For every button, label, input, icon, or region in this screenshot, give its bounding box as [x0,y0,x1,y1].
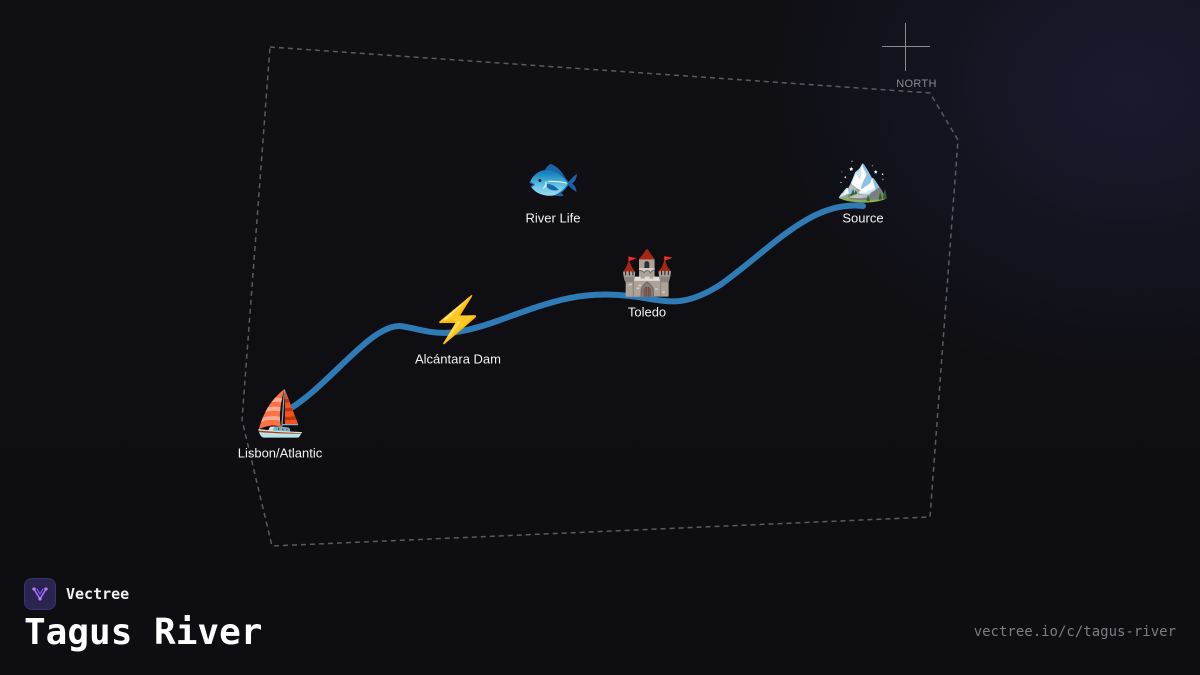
sailboat-icon: ⛵ [252,389,308,439]
vectree-logo-icon [24,578,56,610]
marker-toledo[interactable]: 🏰 Toledo [567,249,727,320]
compass-north-label: NORTH [896,78,937,90]
marker-source[interactable]: 🏔️ Source [783,155,943,226]
castle-icon: 🏰 [619,248,675,298]
marker-label: Alcántara Dam [415,351,501,367]
marker-alcantara-dam[interactable]: ⚡ Alcántara Dam [378,296,538,367]
brand[interactable]: Vectree [24,577,129,611]
marker-label: Toledo [627,304,667,320]
page-title: Tagus River [24,612,263,653]
marker-lisbon-atlantic[interactable]: ⛵ Lisbon/Atlantic [200,390,360,461]
country-border [241,46,959,547]
fish-icon: 🐟 [525,154,581,204]
river-line [285,202,866,413]
marker-river-life[interactable]: 🐟 River Life [473,155,633,226]
marker-label: River Life [525,210,581,226]
compass-vertical-line [905,23,906,71]
source-url[interactable]: vectree.io/c/tagus-river [973,624,1176,640]
mountain-icon: 🏔️ [835,154,891,204]
marker-label: Lisbon/Atlantic [237,445,323,461]
brand-name: Vectree [66,585,130,603]
lightning-icon: ⚡ [430,295,486,345]
vectree-logo-glyph [32,587,48,601]
marker-label: Source [842,210,884,226]
compass: NORTH [870,20,942,95]
compass-horizontal-line [882,46,930,47]
